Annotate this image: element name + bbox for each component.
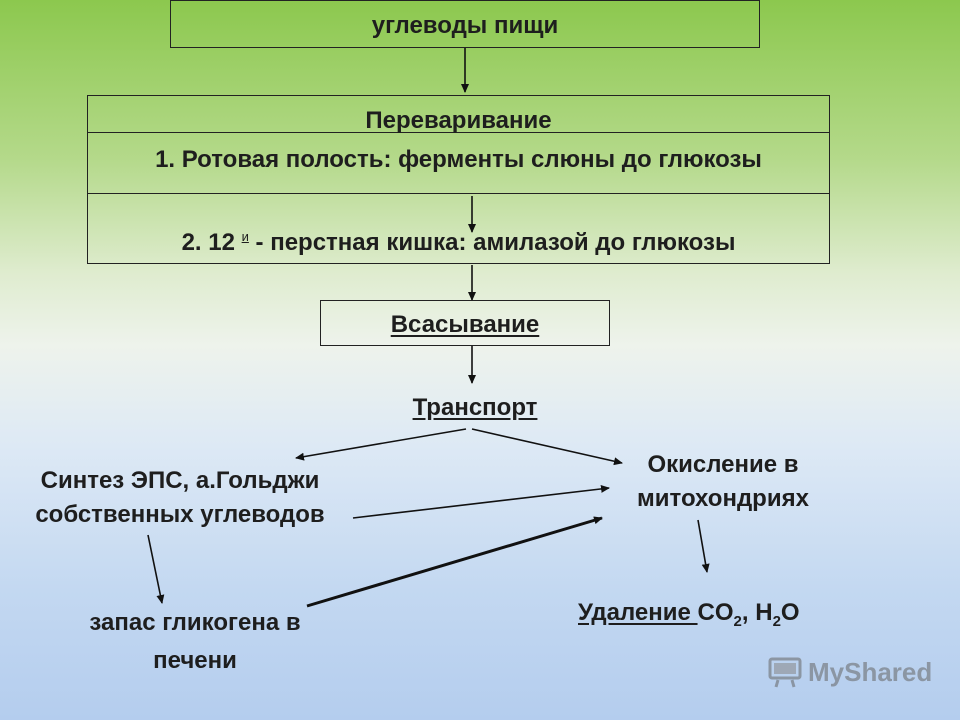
transport-label: Транспорт <box>412 394 538 421</box>
arrow-synthesis-to-glycogen <box>147 534 165 604</box>
oxidation-line2: митохондриях <box>637 485 809 512</box>
digestion-step1: 1. Ротовая полость: ферменты слюны до гл… <box>155 146 762 173</box>
removal-co: CO <box>697 599 734 626</box>
arrow-synthesis-to-oxidation <box>352 484 610 519</box>
digestion-step2-sup: и <box>241 229 249 244</box>
oxidation-line1: Окисление в <box>647 451 799 478</box>
removal-label: Удаление CO2, H2O <box>578 599 800 631</box>
synthesis-label: Синтез ЭПС, а.Гольджи собственных углево… <box>0 464 360 532</box>
digestion-title: Переваривание <box>365 107 552 134</box>
glycogen-label: запас гликогена в печени <box>40 604 350 680</box>
digestion-step2: 2. 12 и - перстная кишка: амилазой до гл… <box>87 229 830 258</box>
removal-h-sub: 2 <box>772 612 781 630</box>
synthesis-line2: собственных углеводов <box>35 501 325 528</box>
removal-word: Удаление <box>578 599 698 626</box>
arrow-oxidation-to-removal <box>697 519 710 573</box>
glycogen-line2: печени <box>153 647 237 674</box>
presentation-icon <box>768 657 802 688</box>
absorption-box <box>320 300 610 346</box>
arrow-transport-to-oxidation <box>471 428 623 466</box>
digestion-step2-suffix: - перстная кишка: амилазой до глюкозы <box>248 229 736 256</box>
carbs-label: углеводы пищи <box>371 12 559 39</box>
oxidation-label: Окисление в митохондриях <box>598 448 848 516</box>
arrow-transport-to-synthesis <box>295 428 467 461</box>
watermark-logo: MyShared <box>768 656 932 688</box>
glycogen-line1: запас гликогена в <box>89 609 301 636</box>
removal-sep: , H <box>741 599 773 626</box>
arrow-glycogen-to-oxidation <box>306 516 603 608</box>
digestion-step1-box <box>87 132 830 194</box>
synthesis-line1: Синтез ЭПС, а.Гольджи <box>40 467 320 494</box>
absorption-label: Всасывание <box>390 311 540 338</box>
carbs-box <box>170 0 760 48</box>
watermark-text: MyShared <box>808 656 933 687</box>
removal-co-sub: 2 <box>733 612 742 630</box>
digestion-step2-prefix: 2. 12 <box>181 229 242 256</box>
removal-o: O <box>780 599 800 626</box>
